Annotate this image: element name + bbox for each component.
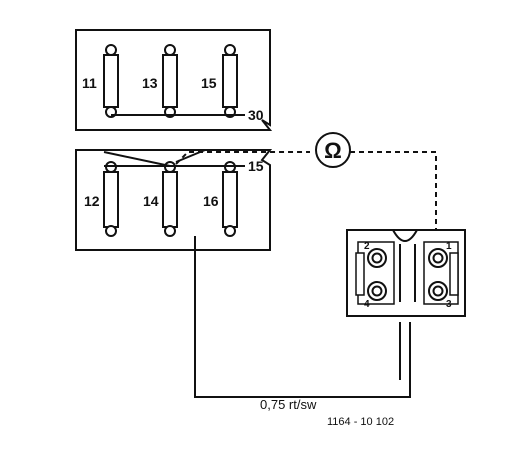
fuse-13-label: 13 <box>142 75 158 91</box>
pin-4 <box>367 281 387 301</box>
upper-fuse-panel <box>75 29 273 131</box>
pin-2 <box>367 248 387 268</box>
fuse-14-label: 14 <box>143 193 159 209</box>
fuse-16 <box>222 161 238 237</box>
pin-1 <box>428 248 448 268</box>
wire-label: 0,75 rt/sw <box>260 397 317 412</box>
wire-0-75-rt-sw <box>194 236 411 398</box>
fuse-14 <box>162 161 178 237</box>
fuse-15 <box>222 44 238 118</box>
figure-reference: 1164 - 10 102 <box>327 416 394 428</box>
fuse-15-label: 15 <box>201 75 217 91</box>
pin-2-label: 2 <box>364 241 370 252</box>
lower-fuse-panel <box>75 149 273 251</box>
test-lead-right <box>350 151 437 246</box>
pin-4-label: 4 <box>364 299 370 310</box>
lead-left <box>103 151 171 167</box>
fuse-12 <box>103 161 119 237</box>
terminal-15-label: 15 <box>248 158 264 174</box>
fuse-11-label: 11 <box>82 75 97 91</box>
fuse-13 <box>162 44 178 118</box>
pin-3 <box>428 281 448 301</box>
terminal-30-label: 30 <box>248 107 264 123</box>
ohmmeter: Ω <box>315 132 351 168</box>
pin-1-label: 1 <box>446 241 452 252</box>
fuse-12-label: 12 <box>84 193 100 209</box>
ohmmeter-symbol: Ω <box>324 138 342 163</box>
pin-3-label: 3 <box>446 299 452 310</box>
connector <box>346 229 466 317</box>
fuse-11 <box>103 44 119 118</box>
fuse-16-label: 16 <box>203 193 219 209</box>
